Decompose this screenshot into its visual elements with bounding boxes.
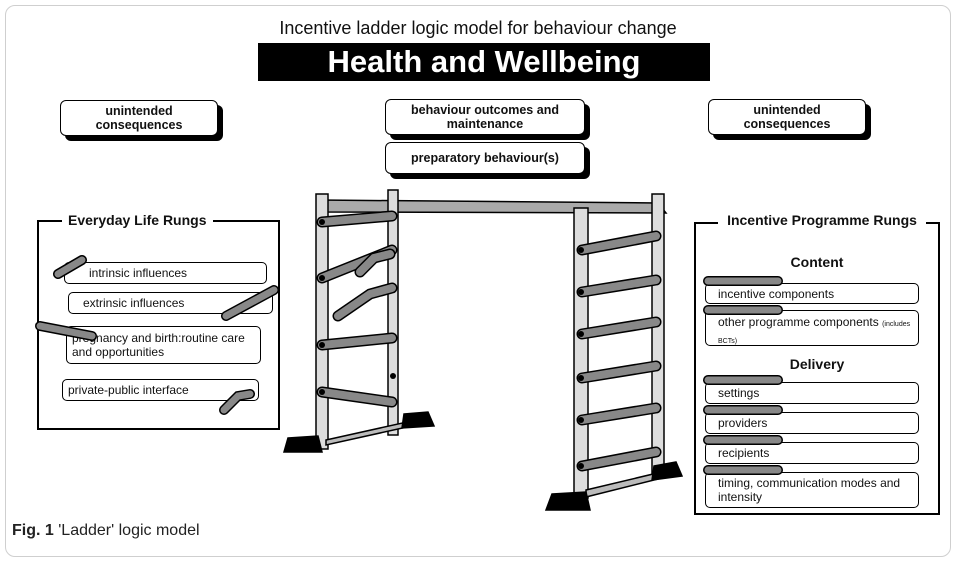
content-section-label: Content (790, 254, 844, 270)
rung-recipients: recipients (705, 442, 919, 464)
rung-incentive-components: incentive components (705, 283, 919, 304)
rung-providers: providers (705, 412, 919, 434)
unintended-consequences-right: unintended consequences (708, 99, 866, 135)
bcts-note: (includes BCTs) (718, 321, 911, 345)
rung-private-public: private-public interface (62, 379, 259, 401)
rail-holes (319, 219, 584, 469)
rung-timing: timing, communication modes and intensit… (705, 472, 919, 508)
other-components-label: other programme components (718, 315, 879, 329)
figure-caption-text: 'Ladder' logic model (58, 522, 200, 539)
ladder-platform (316, 199, 668, 214)
rung-extrinsic: extrinsic influences (68, 292, 273, 314)
rung-pregnancy: pregnancy and birth:routine care and opp… (66, 326, 261, 364)
incentive-programme-title: Incentive Programme Rungs (718, 212, 926, 228)
right-ladder-rungs (576, 230, 662, 472)
delivery-section-label: Delivery (789, 356, 845, 372)
rung-settings: settings (705, 382, 919, 404)
rung-intrinsic: intrinsic influences (64, 262, 267, 284)
rung-other-components: other programme components (includes BCT… (705, 310, 919, 346)
preparatory-behaviour-box: preparatory behaviour(s) (385, 142, 585, 174)
figure-label: Fig. 1 (12, 522, 54, 539)
diagram-title: Health and Wellbeing (258, 43, 710, 81)
right-ladder (544, 193, 684, 511)
diagram-subtitle: Incentive ladder logic model for behavio… (279, 18, 677, 38)
figure-frame (5, 5, 951, 557)
unintended-consequences-left: unintended consequences (60, 100, 218, 136)
left-ladder (283, 189, 436, 453)
behaviour-outcomes-box: behaviour outcomes and maintenance (385, 99, 585, 135)
figure-caption: Fig. 1 'Ladder' logic model (12, 522, 200, 540)
everyday-life-title: Everyday Life Rungs (62, 212, 213, 228)
